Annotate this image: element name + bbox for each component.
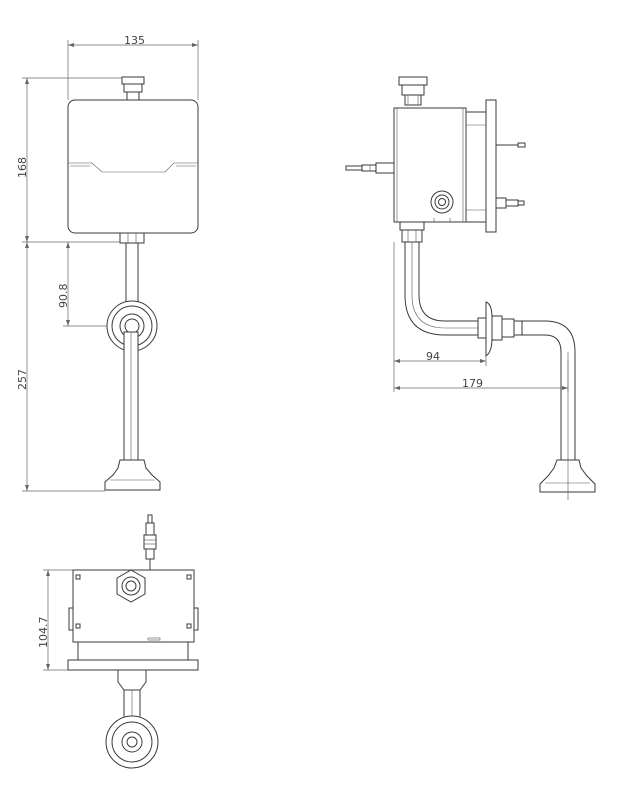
top-dimensions: 104.7 xyxy=(37,569,73,671)
side-body xyxy=(393,107,467,223)
front-body xyxy=(67,99,199,234)
front-top-nut xyxy=(121,76,145,85)
dim-front-width: 135 xyxy=(124,34,145,47)
side-valve-port xyxy=(430,190,454,214)
top-mounting-plate xyxy=(67,659,199,671)
side-bottom-coupling xyxy=(401,229,423,243)
side-mounting-plate xyxy=(485,99,497,233)
top-view xyxy=(67,514,199,769)
top-lower-frame xyxy=(77,641,189,661)
side-bottom-nut xyxy=(399,221,425,231)
dim-front-total-height: 257 xyxy=(16,369,29,390)
front-view xyxy=(67,76,199,491)
front-dimensions: 135 168 90.8 257 xyxy=(16,34,199,492)
side-top-neck xyxy=(404,94,422,106)
side-foot xyxy=(539,459,596,493)
side-wall-flange xyxy=(485,301,493,357)
side-dimensions: 94 179 xyxy=(393,242,569,500)
dim-top-body-depth: 104.7 xyxy=(37,617,50,649)
top-flange xyxy=(105,715,159,769)
side-right-pipe-inner xyxy=(522,334,562,460)
side-pipe-outer xyxy=(404,242,478,336)
side-mounting-spacer xyxy=(465,111,487,223)
side-right-pipe-outer xyxy=(522,320,576,460)
top-coupling xyxy=(117,669,147,691)
side-flange-nut xyxy=(491,315,503,341)
side-pipe-inner xyxy=(418,242,478,322)
side-sensor-plug xyxy=(495,197,507,209)
front-top-fitting xyxy=(123,83,143,93)
dim-front-pipe-center: 90.8 xyxy=(57,284,70,309)
front-bottom-coupling xyxy=(119,232,145,244)
dim-front-body-height: 168 xyxy=(16,157,29,178)
side-pipe-collar xyxy=(477,317,487,339)
top-cable-plug xyxy=(145,522,155,536)
side-top-fitting xyxy=(401,84,425,96)
front-upper-pipe xyxy=(125,242,139,306)
dim-side-pipe-offset: 94 xyxy=(426,350,440,363)
top-hex-nut xyxy=(116,569,146,603)
front-top-fitting-neck xyxy=(126,91,140,101)
side-cable-connector xyxy=(375,162,395,174)
dim-side-total-depth: 179 xyxy=(462,377,483,390)
side-view xyxy=(345,76,596,493)
front-body-seam xyxy=(68,162,198,173)
front-foot xyxy=(104,459,161,491)
side-top-nut xyxy=(398,76,428,86)
